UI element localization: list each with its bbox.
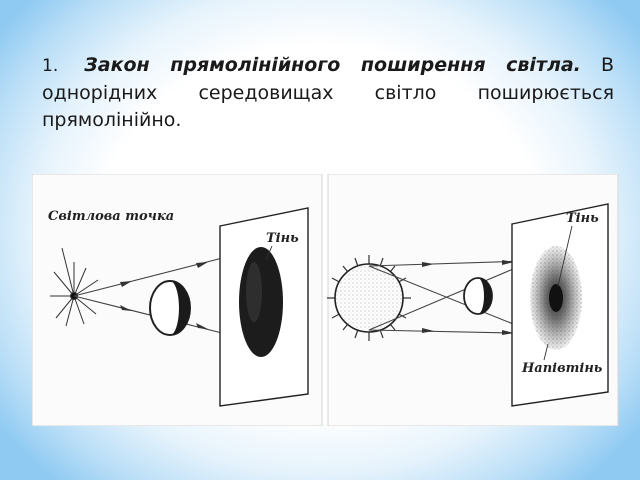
right-shadow-pointer [557,225,573,287]
penumbra-pointer [543,343,549,361]
opaque-ball-right [463,277,493,315]
right-panel-extended-source: Тінь Напівтінь [327,174,619,426]
ray-arrow-icon [422,328,434,333]
ray-arrow-icon [196,262,208,268]
left-panel-point-source: Світлова точка Тінь [32,174,323,426]
umbra-highlight [246,262,262,322]
point-source-icon [50,247,99,327]
extended-source-icon [327,255,411,341]
opaque-ball [149,280,191,336]
penumbra-label: Напівтінь [521,361,603,376]
law-statement: 1. Закон прямолінійного поширення світла… [42,52,614,134]
ray-arrow-icon [422,262,434,267]
left-shadow-pointer [265,245,273,261]
ray-arrow-icon [502,260,514,265]
left-shadow-label: Тінь [266,231,299,246]
ray-arrow-icon [120,281,132,287]
ray-arrow-icon [502,330,514,335]
light-propagation-figure: Світлова точка Тінь [32,174,619,426]
umbra-core [549,284,563,312]
law-title: Закон прямолінійного поширення світла. [84,54,581,76]
law-number: 1. [42,56,59,76]
source-label: Світлова точка [48,209,174,224]
ray-arrow-icon [120,305,132,311]
ray-arrow-icon [196,323,208,329]
right-shadow-label: Тінь [566,211,599,226]
law-text: В однорідних середовищах світло поширюєт… [42,54,614,131]
